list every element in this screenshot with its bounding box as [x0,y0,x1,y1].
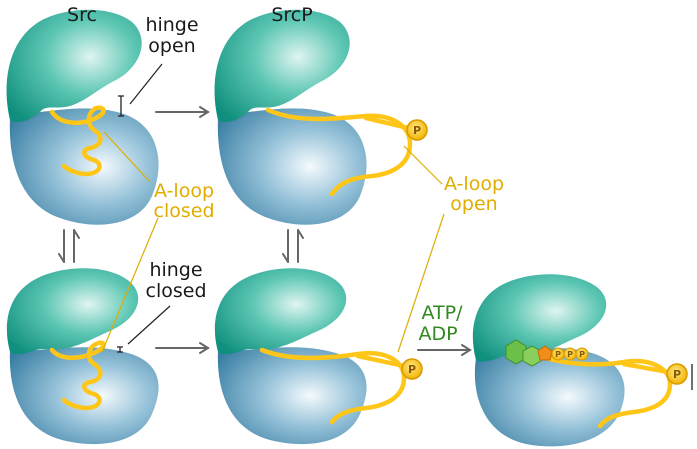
a-loop-closed-label-line1: A-loop [154,180,214,202]
a-loop-open-leader-bottom [397,213,445,353]
ribose-pentagon [537,345,553,361]
hinge-open-leader [129,63,163,105]
phospho-tether [621,361,671,375]
a-loop [49,340,106,411]
n-lobe [214,9,350,123]
c-lobe [9,347,159,445]
src-closed-protein [6,268,159,445]
c-lobe [217,108,367,225]
equilibrium-arrows-left [58,229,80,263]
phosphate-label: P [567,350,573,359]
phosphate-label: P [555,350,561,359]
a-loop-closed-leader-bottom [101,217,159,353]
adenine-hexagon [505,339,527,365]
srcp-active-protein: P [214,9,428,225]
a-loop-open-label-line2: open [450,193,497,215]
srcp-atp-bound-protein: P P P P [472,274,688,447]
srcp-closed-protein: P [214,268,423,445]
hinge-closed-label-line2: closed [146,280,207,302]
a-loop-open-label-line1: A-loop [444,173,504,195]
a-loop [265,107,413,197]
phosphate-label: P [673,368,681,381]
leader-lines [101,63,445,353]
phospho-tether [355,353,407,369]
hinge-open-label-line2: open [148,35,195,57]
phosphate-label: P [413,124,421,137]
reaction-arrows [58,106,472,356]
c-lobe [217,347,367,445]
arrow-closed-to-srcp [155,342,210,354]
atp-molecule: P P P [505,339,589,367]
arrow-to-atp-bound [417,344,472,356]
phospho-tether [363,115,411,131]
equilibrium-arrows-right [282,229,304,263]
arrow-src-to-srcp [155,106,210,118]
phosphate-chain: P P P [551,347,589,361]
a-loop-closed-label-line2: closed [154,200,215,222]
hinge-open-label-line1: hinge [145,14,198,36]
srcp-title: SrcP [271,4,312,26]
c-lobe [9,108,159,225]
c-lobe [474,347,625,447]
phosphate-badge: P [666,363,688,385]
n-lobe [214,268,347,355]
n-lobe [472,274,607,362]
n-lobe [6,268,139,355]
a-loop-closed-leader-top [103,131,151,183]
hinge-closed-leader [127,305,171,345]
phosphate-badge: P [406,119,428,141]
hinge-gap-marker [117,346,123,353]
a-loop-open-leader-top [403,145,443,185]
atp-label-line1: ATP/ [422,302,464,324]
phosphate-label: P [408,363,416,376]
phosphate-badge: P [401,358,423,380]
hinge-closed-label-line1: hinge [149,259,202,281]
phosphate-label: P [579,350,585,359]
atp-label-line2: ADP [418,323,457,345]
a-loop [49,105,106,177]
adenine-hexagon-2 [522,345,542,367]
hinge-gap-marker [118,95,124,117]
n-lobe [6,9,142,123]
src-inactive-protein [6,9,159,225]
src-title: Src [67,4,97,26]
